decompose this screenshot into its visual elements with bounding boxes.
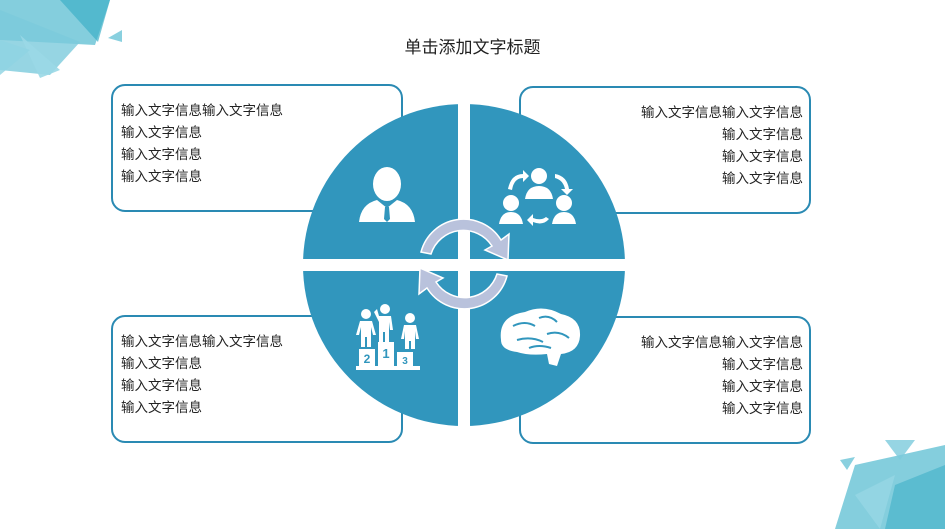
text-line: 输入文字信息输入文字信息 xyxy=(121,103,283,119)
businessman-icon xyxy=(359,167,415,222)
svg-text:1: 1 xyxy=(382,346,389,361)
info-text-bottom-left: 输入文字信息输入文字信息 输入文字信息 输入文字信息 输入文字信息 xyxy=(121,331,283,419)
info-text-top-right: 输入文字信息输入文字信息 输入文字信息 输入文字信息 输入文字信息 xyxy=(641,102,803,190)
text-line: 输入文字信息输入文字信息 xyxy=(121,334,283,350)
text-line: 输入文字信息 xyxy=(722,401,803,417)
svg-text:3: 3 xyxy=(402,356,408,367)
brain-icon xyxy=(500,308,581,366)
text-line: 输入文字信息 xyxy=(722,127,803,143)
text-line: 输入文字信息输入文字信息 xyxy=(641,105,803,121)
text-line: 输入文字信息 xyxy=(121,125,202,141)
text-line: 输入文字信息 xyxy=(121,378,202,394)
info-text-top-left: 输入文字信息输入文字信息 输入文字信息 输入文字信息 输入文字信息 xyxy=(121,100,283,188)
text-line: 输入文字信息输入文字信息 xyxy=(641,335,803,351)
text-line: 输入文字信息 xyxy=(121,356,202,372)
text-line: 输入文字信息 xyxy=(722,149,803,165)
decor-top-left xyxy=(0,0,122,78)
slide-title[interactable]: 单击添加文字标题 xyxy=(404,38,541,58)
text-line: 输入文字信息 xyxy=(722,379,803,395)
text-line: 输入文字信息 xyxy=(722,357,803,373)
text-line: 输入文字信息 xyxy=(121,400,202,416)
text-line: 输入文字信息 xyxy=(121,147,202,163)
team-exchange-icon xyxy=(499,168,576,226)
quadrant-circle: 2 1 3 xyxy=(303,104,625,426)
podium-icon: 2 1 3 xyxy=(356,304,420,370)
svg-text:2: 2 xyxy=(364,352,371,366)
text-line: 输入文字信息 xyxy=(722,171,803,187)
info-text-bottom-right: 输入文字信息输入文字信息 输入文字信息 输入文字信息 输入文字信息 xyxy=(641,332,803,420)
text-line: 输入文字信息 xyxy=(121,169,202,185)
cycle-arrows-icon xyxy=(418,218,510,310)
decor-bottom-right xyxy=(835,440,945,529)
